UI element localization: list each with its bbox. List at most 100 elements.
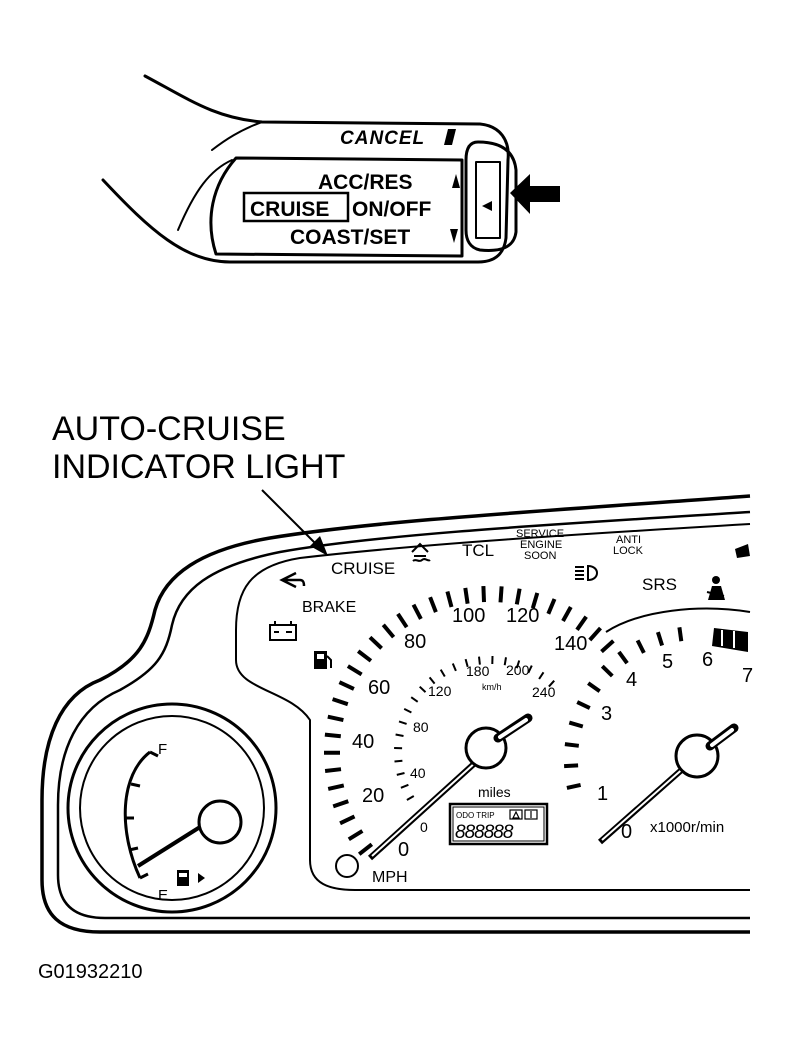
kmh-tick-120: 120 [428,683,452,699]
dial-tick [346,664,363,677]
fuel-empty-label: E [158,887,168,904]
stalk-bevel [211,121,263,151]
mph-tick-140: 140 [554,633,587,655]
dial-tick [530,592,540,609]
dial-tick [600,664,614,678]
fuel-scale-arc [123,750,151,879]
service-engine-soon-line-2: ENGINE [520,539,562,551]
cruise-control-stalk [101,74,518,264]
fuel-full-label: F [158,741,167,758]
dial-tick [503,657,507,666]
dial-tick [600,639,615,654]
speedometer [323,586,615,861]
tachometer-needle-core [601,765,687,841]
speedometer-needle-tail-core [498,718,528,739]
dial-tick [419,685,427,693]
dial-tick [548,680,555,688]
acc-res-label: ACC/RES [318,171,413,194]
rpm-tick-1: 1 [597,783,608,805]
dial-tick [396,772,405,776]
dial-tick [398,720,407,725]
tachometer-dial-edge [605,607,751,633]
trip-ab-indicator-icon [509,809,538,820]
rpm-tick-5: 5 [662,651,673,673]
dial-tick [568,720,584,729]
dial-tick [677,627,684,642]
cancel-bar-icon [444,129,456,145]
switch-face-panel [209,156,464,258]
dial-tick [515,660,521,669]
dial-tick [339,814,356,826]
rpm-tick-0: 0 [621,821,632,843]
on-off-label: ON/OFF [352,198,431,221]
fuel-gauge-bezel [66,702,278,914]
low-fuel-warning-icon [314,651,332,669]
trip-reset-knob[interactable] [335,854,359,878]
dial-tick [564,742,580,748]
dial-tick [381,623,396,639]
rpm-tick-6: 6 [702,649,713,671]
cluster-housing [40,494,751,934]
stalk-arm [101,74,510,264]
fuel-needle-hub [197,799,243,845]
dial-tick [564,763,579,769]
kmh-tick-180: 180 [466,663,490,679]
dial-tick [451,663,457,672]
dial-tick [327,714,344,723]
tachometer [564,607,751,845]
pointing-arrow-icon [510,174,560,214]
mph-tick-60: 60 [368,677,390,699]
turn-signal-left-icon [279,571,306,589]
cancel-end-cap [464,140,518,252]
fuel-tick [139,872,149,880]
dial-tick [411,603,423,620]
mph-tick-20: 20 [362,785,384,807]
dial-tick [428,596,438,613]
service-engine-soon-line-1: SERVICE [516,528,564,540]
dial-tick [332,799,349,809]
odo-trip-label: ODO TRIP [456,811,495,820]
odometer-value: 888888 [455,822,514,843]
speedometer-inner-tick-marks [394,655,555,801]
dial-tick [394,759,403,763]
figure-code: G01932210 [38,961,143,983]
dial-tick [428,676,436,685]
main-gauge-face-outline [235,523,751,891]
odometer-display [448,802,549,846]
fuel-needle [136,820,210,868]
rpm-tick-3: 3 [601,703,612,725]
dial-tick [400,783,409,789]
speedometer-needle-core [371,761,477,857]
dial-tick [324,767,342,773]
dial-tick [324,732,342,739]
stalk-arm-inner [177,159,233,231]
kmh-unit-label: km/h [482,682,502,692]
dial-tick [410,696,419,703]
brake-warning-label: BRAKE [302,599,356,616]
fuel-gauge [66,702,278,914]
tcl-label: TCL [462,541,494,560]
fuel-gauge-face [79,715,265,901]
kmh-tick-80: 80 [413,719,429,735]
cruise-button-frame[interactable] [242,191,350,223]
tachometer-redline [712,628,748,652]
dial-tick [347,829,364,842]
cancel-cap-inner [475,161,501,239]
up-triangle-icon [452,174,460,188]
dial-tick [403,708,412,714]
dial-tick [576,700,591,710]
dial-tick [546,598,557,615]
rpm-tick-7: 7 [742,665,753,687]
dial-tick [357,842,374,856]
dial-tick [406,795,415,801]
dial-tick [395,733,404,737]
callout-line-1: AUTO-CRUISE [52,410,286,448]
mph-tick-120: 120 [506,605,539,627]
dial-tick [481,586,486,603]
mph-tick-100: 100 [452,605,485,627]
callout-line-2: INDICATOR LIGHT [52,448,345,486]
mph-tick-40: 40 [352,731,374,753]
down-triangle-icon [450,229,458,243]
fuel-tick [130,782,141,788]
